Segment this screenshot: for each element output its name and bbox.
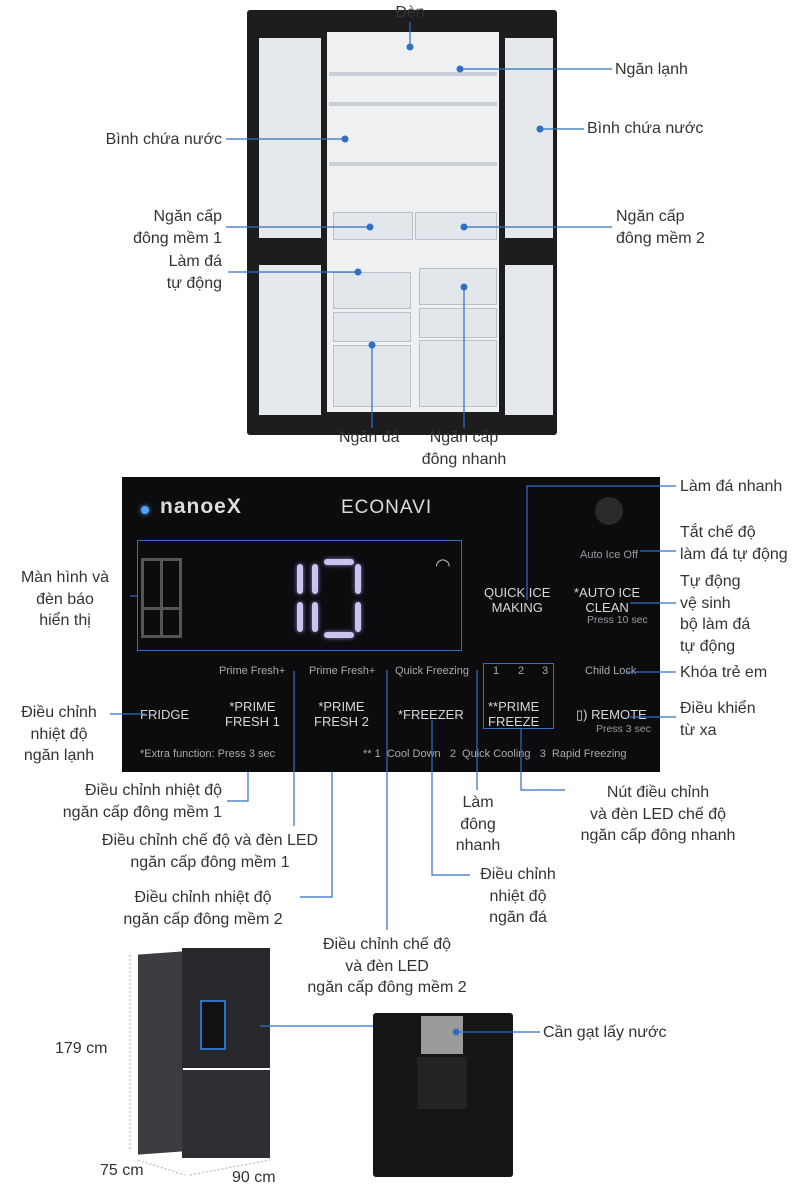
display-frame — [137, 540, 462, 651]
label-light: Đèn — [395, 4, 425, 21]
prime-freeze-modes-note: ** 1 Cool Down 2 Quick Cooling 3 Rapid F… — [363, 748, 627, 760]
press-3-sec: Press 3 sec — [596, 723, 651, 735]
fridge-exterior-image — [138, 948, 270, 1160]
fridge-button[interactable]: FRIDGE — [140, 707, 190, 722]
prime-fresh-1-indicator: Prime Fresh+ — [219, 665, 286, 677]
nanoex-logo: nanoeX — [160, 495, 242, 518]
econavi-logo: ECONAVI — [341, 497, 433, 518]
level-1: 1 — [493, 665, 500, 677]
dimension-width: 90 cm — [232, 1169, 276, 1186]
control-panel: nanoeX ECONAVI 10 ◠ Auto Ice Off QUICK I… — [122, 477, 660, 772]
water-dispenser-image — [373, 1013, 513, 1177]
child-lock-label: Child Lock — [585, 665, 637, 677]
fridge-layout-icon — [141, 558, 182, 638]
prime-freeze-frame — [483, 663, 554, 729]
phone-signal-icon: ▯) — [576, 707, 588, 722]
dial-knob[interactable] — [595, 497, 623, 525]
label-water-lever: Cần gạt lấy nước — [543, 1024, 667, 1041]
label-fridge-compartment: Ngăn lạnh — [615, 61, 688, 78]
level-2: 2 — [518, 665, 525, 677]
label-water-tank-right: Bình chứa nước — [587, 120, 704, 137]
auto-ice-off-label: Auto Ice Off — [580, 549, 638, 561]
quick-freezing-indicator: Quick Freezing — [395, 665, 469, 677]
extra-function-note: *Extra function: Press 3 sec — [140, 748, 276, 760]
label-water-tank-left: Bình chứa nước — [105, 131, 222, 148]
freezer-button[interactable]: *FREEZER — [398, 707, 464, 722]
wifi-icon: ◠ — [435, 555, 451, 575]
seven-segment-display: 10 — [297, 559, 367, 639]
press-10-sec: Press 10 sec — [587, 614, 648, 626]
level-3: 3 — [542, 665, 549, 677]
fridge-open-image — [247, 10, 557, 435]
remote-button[interactable]: ▯) REMOTE — [576, 707, 647, 722]
prime-fresh-2-indicator: Prime Fresh+ — [309, 665, 376, 677]
led-indicator — [141, 506, 149, 514]
dimension-depth: 75 cm — [100, 1162, 144, 1179]
label-child-lock: Khóa trẻ em — [680, 664, 768, 681]
label-freezer: Ngăn đá — [339, 429, 400, 446]
dimension-height: 179 cm — [55, 1040, 108, 1057]
label-quick-ice: Làm đá nhanh — [680, 478, 783, 495]
